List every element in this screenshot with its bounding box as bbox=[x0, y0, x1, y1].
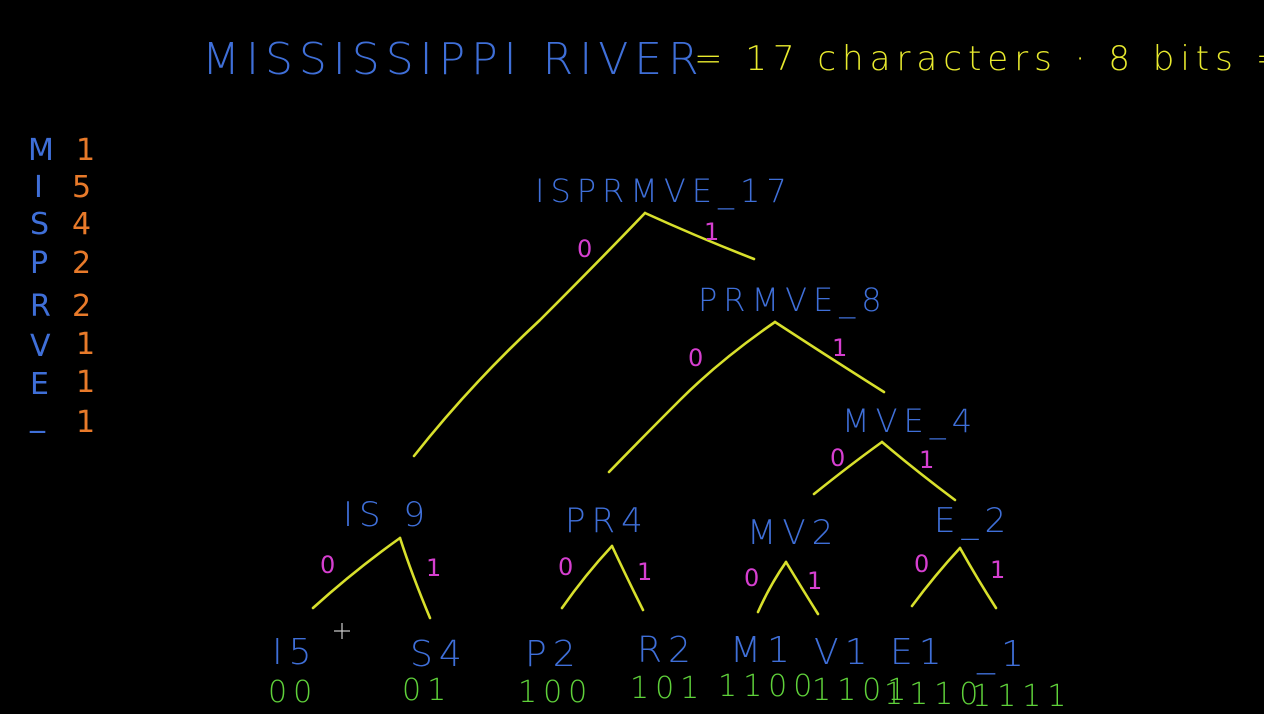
tree-edges bbox=[311, 211, 998, 620]
branch-bits: 0 1 0 1 0 1 0 1 0 1 0 1 0 1 bbox=[320, 218, 1005, 595]
bit-mv-1: 1 bbox=[807, 567, 822, 595]
code-e: 1110 bbox=[884, 677, 984, 712]
leaf-underscore: _1 bbox=[976, 634, 1030, 675]
edge-prmve-right bbox=[773, 320, 886, 394]
bit-e-1: 1 bbox=[990, 556, 1005, 584]
freq-count-i: 5 bbox=[72, 170, 91, 205]
leaf-r: R2 bbox=[637, 630, 697, 671]
freq-letter-s: S bbox=[30, 207, 49, 242]
node-prmve: PRMVE_8 bbox=[698, 281, 888, 319]
node-e-underscore: E_2 bbox=[934, 501, 1012, 541]
code-p: 100 bbox=[518, 675, 593, 710]
edge-pr-right bbox=[610, 544, 645, 612]
bit-mve-1: 1 bbox=[919, 446, 934, 474]
leaf-e: E1 bbox=[890, 632, 948, 673]
code-m: 1100 bbox=[718, 669, 818, 704]
internal-nodes: ISPRMVE_17 PRMVE_8 MVE_4 IS 9 PR4 MV2 E_… bbox=[343, 172, 1012, 553]
code-underscore: 1111 bbox=[972, 679, 1072, 714]
bit-prmve-1: 1 bbox=[832, 334, 847, 362]
edge-is-right bbox=[398, 536, 432, 620]
edge-mv-right bbox=[784, 560, 820, 616]
bit-mve-0: 0 bbox=[830, 444, 845, 472]
leaf-nodes: I5 S4 P2 R2 M1 V1 E1 _1 bbox=[272, 630, 1030, 675]
bit-root-1: 1 bbox=[704, 218, 719, 246]
leaf-i: I5 bbox=[272, 632, 318, 673]
code-i: 00 bbox=[268, 675, 318, 710]
crosshair-cursor-icon bbox=[334, 623, 350, 639]
edge-mve-right bbox=[880, 440, 957, 502]
bit-prmve-0: 0 bbox=[688, 344, 703, 372]
freq-letter-v: V bbox=[30, 329, 51, 364]
freq-count-v: 1 bbox=[76, 327, 95, 362]
bit-is-1: 1 bbox=[426, 554, 441, 582]
leaf-p: P2 bbox=[525, 634, 582, 675]
node-is: IS 9 bbox=[343, 495, 431, 535]
node-mve: MVE_4 bbox=[842, 402, 978, 440]
bit-root-0: 0 bbox=[577, 235, 592, 263]
frequency-table: M 1 I 5 S 4 P 2 R 2 V 1 E 1 _ 1 bbox=[28, 133, 95, 440]
node-mv: MV2 bbox=[747, 513, 839, 553]
bit-pr-0: 0 bbox=[558, 553, 573, 581]
bit-pr-1: 1 bbox=[637, 558, 652, 586]
edge-e-left bbox=[910, 546, 962, 608]
freq-letter-m: M bbox=[28, 133, 54, 168]
node-pr: PR4 bbox=[565, 501, 649, 541]
bit-mv-0: 0 bbox=[744, 564, 759, 592]
leaf-v: V1 bbox=[814, 632, 874, 673]
freq-letter-r: R bbox=[30, 289, 51, 324]
freq-count-underscore: 1 bbox=[76, 405, 95, 440]
edge-mve-left bbox=[812, 440, 884, 496]
edge-e-right bbox=[958, 546, 998, 610]
bit-e-0: 0 bbox=[914, 550, 929, 578]
code-s: 01 bbox=[402, 673, 452, 708]
freq-count-s: 4 bbox=[72, 207, 91, 242]
freq-count-m: 1 bbox=[76, 133, 95, 168]
edge-pr-left bbox=[560, 544, 614, 610]
freq-count-p: 2 bbox=[72, 246, 91, 281]
edge-prmve-left bbox=[607, 320, 777, 474]
leaf-codes: 00 01 100 101 1100 1101 1110 1111 bbox=[268, 669, 1072, 714]
title-phrase: MISSISSIPPI RIVER bbox=[202, 34, 705, 85]
freq-letter-e: E bbox=[30, 367, 49, 402]
title-equation: = 17 characters · 8 bits = 136 bits bbox=[694, 39, 1264, 79]
code-r: 101 bbox=[630, 671, 705, 706]
edge-mv-left bbox=[756, 560, 788, 614]
node-root: ISPRMVE_17 bbox=[535, 172, 793, 210]
freq-count-e: 1 bbox=[76, 365, 95, 400]
freq-letter-p: P bbox=[30, 246, 48, 281]
edge-root-right bbox=[643, 211, 756, 261]
freq-count-r: 2 bbox=[72, 289, 91, 324]
code-v: 1101 bbox=[812, 673, 912, 708]
edge-root-left bbox=[412, 211, 647, 458]
leaf-m: M1 bbox=[730, 630, 796, 671]
freq-letter-i: I bbox=[34, 170, 43, 205]
bit-is-0: 0 bbox=[320, 551, 335, 579]
edge-is-left bbox=[311, 536, 402, 610]
freq-letter-underscore: _ bbox=[29, 399, 46, 434]
leaf-s: S4 bbox=[410, 634, 468, 675]
